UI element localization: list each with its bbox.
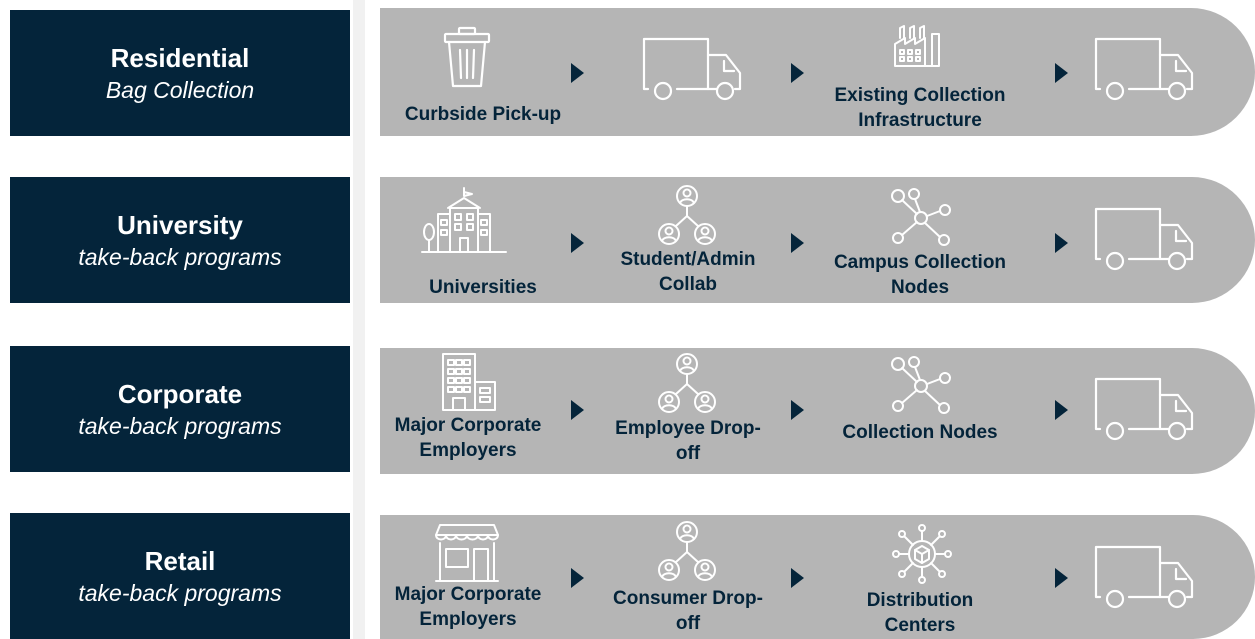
step-label: Collection Nodes [842, 422, 998, 443]
people-network-icon [656, 352, 718, 416]
step-label: Curbside Pick-up [404, 104, 562, 125]
step-label: Universities [429, 277, 537, 298]
row-title: Residential [110, 42, 250, 73]
row-label-residential: Residential Bag Collection [10, 10, 350, 136]
row-title: Corporate [117, 378, 243, 409]
flow-arrow [791, 233, 804, 253]
step-label: Campus Collection Nodes [833, 252, 1007, 298]
node-network-icon [890, 188, 952, 246]
flow-arrow [791, 63, 804, 83]
row-subtitle: Bag Collection [105, 76, 255, 103]
flow-arrow [791, 568, 804, 588]
truck-icon [1092, 205, 1196, 275]
distribution-hub-icon [890, 522, 954, 586]
step-label: Student/Admin Collab [620, 249, 756, 295]
truck-icon [640, 35, 744, 105]
step-label: Distribution Centers [866, 590, 974, 636]
flow-arrow [1055, 400, 1068, 420]
process-band-corporate [380, 348, 1255, 474]
row-title: University [117, 209, 243, 240]
truck-icon [1092, 35, 1196, 105]
flow-arrow [571, 233, 584, 253]
process-band-residential [380, 8, 1255, 136]
process-band-retail [380, 515, 1255, 639]
flow-arrow [571, 400, 584, 420]
node-network-icon [890, 356, 952, 414]
step-label: Major Corporate Employers [394, 584, 542, 630]
flow-arrow [1055, 568, 1068, 588]
vertical-divider [353, 0, 365, 639]
row-subtitle: take-back programs [78, 243, 282, 270]
flow-arrow [571, 568, 584, 588]
row-label-corporate: Corporate take-back programs [10, 346, 350, 472]
process-band-university [380, 177, 1255, 303]
step-label: Employee Drop- off [615, 418, 761, 464]
row-subtitle: take-back programs [78, 412, 282, 439]
truck-icon [1092, 543, 1196, 613]
flow-arrow [791, 400, 804, 420]
office-building-icon [440, 352, 498, 412]
row-subtitle: take-back programs [78, 579, 282, 606]
row-label-university: University take-back programs [10, 177, 350, 303]
factory-icon [892, 24, 942, 68]
flow-arrow [571, 63, 584, 83]
row-label-retail: Retail take-back programs [10, 513, 350, 639]
truck-icon [1092, 375, 1196, 445]
row-title: Retail [144, 545, 216, 576]
storefront-icon [434, 523, 500, 583]
people-network-icon [656, 184, 718, 248]
university-building-icon [420, 186, 508, 254]
step-label: Major Corporate Employers [394, 415, 542, 461]
step-label: Existing Collection Infrastructure [834, 85, 1006, 131]
people-network-icon [656, 520, 718, 584]
step-label: Consumer Drop- off [613, 588, 763, 634]
trash-bin-icon [440, 26, 494, 88]
flow-arrow [1055, 63, 1068, 83]
flow-arrow [1055, 233, 1068, 253]
